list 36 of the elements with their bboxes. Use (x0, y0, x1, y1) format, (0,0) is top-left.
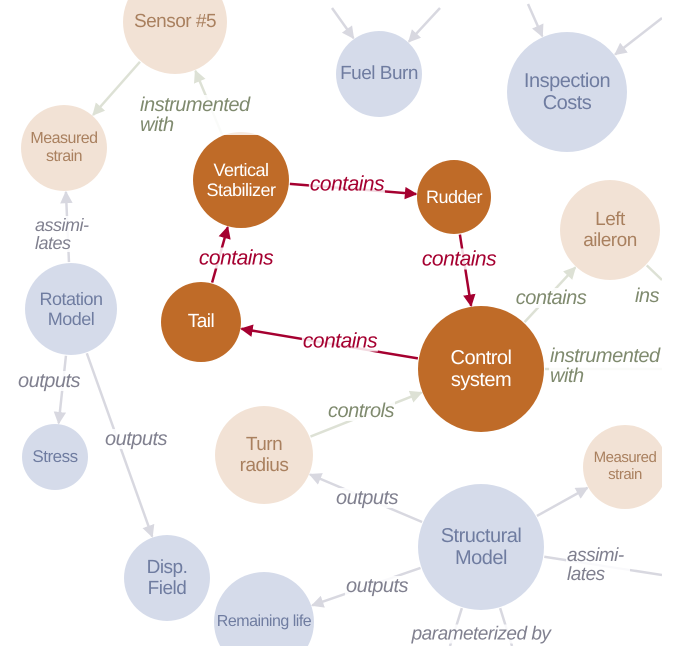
node-label: Structural Model (440, 524, 522, 570)
node-label: Disp. Field (146, 556, 188, 600)
connector-line (330, 7, 354, 40)
node-label: Turn radius (238, 434, 290, 476)
arrow (86, 352, 154, 538)
node-label: Measured strain (592, 450, 658, 484)
connector-line (646, 264, 662, 281)
node-label: Rotation Model (38, 288, 104, 330)
edge-label: contains (198, 248, 274, 268)
node-label: Control system (450, 346, 512, 392)
edge-label: outputs (104, 429, 168, 449)
connector-line (526, 4, 544, 38)
edge-label: outputs (344, 576, 410, 596)
edge-label: outputs (16, 371, 82, 391)
node-label: Left aileron (582, 208, 638, 252)
connector-line (408, 7, 441, 43)
circle-node (123, 0, 227, 74)
edge-label: parameterized by (410, 624, 552, 644)
node-label: Remaining life (216, 613, 312, 631)
node-label: Inspection Costs (522, 70, 612, 114)
connector-line (614, 17, 662, 56)
node-label: Tail (188, 311, 214, 333)
edge-label: contains (514, 288, 588, 308)
node-label: Stress (32, 447, 78, 467)
edge-label: controls (326, 401, 396, 421)
node-label: Vertical Stabilizer (205, 160, 277, 200)
edge-label: outputs (334, 488, 400, 508)
node-label: Fuel Burn (340, 63, 418, 85)
node-label: Rudder (426, 186, 482, 208)
edge-label: contains (302, 330, 378, 352)
node-label: Measured strain (29, 130, 99, 166)
arrow (92, 60, 141, 116)
arrow (536, 486, 588, 518)
edge-label: contains (308, 174, 386, 194)
edge-label: contains (420, 248, 498, 270)
node-label: Sensor #5 (134, 11, 216, 33)
